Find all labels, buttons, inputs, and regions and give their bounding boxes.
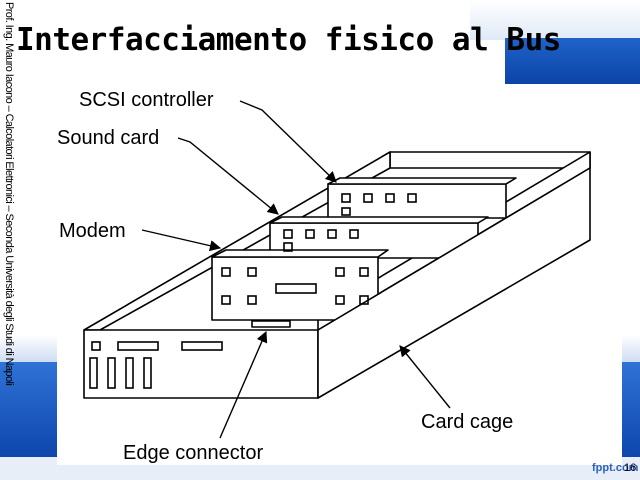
- label-edge-connector: Edge connector: [123, 442, 263, 464]
- edge-pointer: [219, 330, 268, 439]
- cage-front-right: [317, 167, 591, 399]
- diagram-panel: SCSI controller Sound card Modem Card ca…: [57, 85, 622, 465]
- edge-connector: [251, 320, 291, 328]
- label-card-cage: Card cage: [421, 411, 513, 433]
- cage-front-face: [83, 329, 319, 399]
- page-number: 16: [624, 462, 637, 474]
- label-scsi-controller: SCSI controller: [79, 89, 214, 111]
- modem-pointer: [141, 229, 222, 252]
- side-author-note: Prof. Ing. Mauro Iacono – Calcolatori El…: [3, 2, 15, 386]
- header-decoration-light: [470, 0, 640, 40]
- scsi-pointer: [239, 100, 337, 183]
- label-modem: Modem: [59, 220, 126, 242]
- label-sound-card: Sound card: [57, 127, 159, 149]
- cage-back-wall: [389, 151, 591, 169]
- sound-card-top: [269, 216, 489, 224]
- cage-pointer: [399, 345, 451, 409]
- card-cage-diagram: SCSI controller Sound card Modem Card ca…: [57, 89, 591, 464]
- scsi-card-top: [327, 177, 517, 185]
- modem-card-top: [211, 249, 389, 258]
- slide-title: Interfacciamento fisico al Bus: [16, 22, 561, 58]
- sound-pointer: [177, 137, 279, 215]
- scsi-card: [327, 183, 507, 219]
- header-decoration-band: [505, 38, 640, 84]
- brand-logo: fppt.com: [592, 462, 639, 474]
